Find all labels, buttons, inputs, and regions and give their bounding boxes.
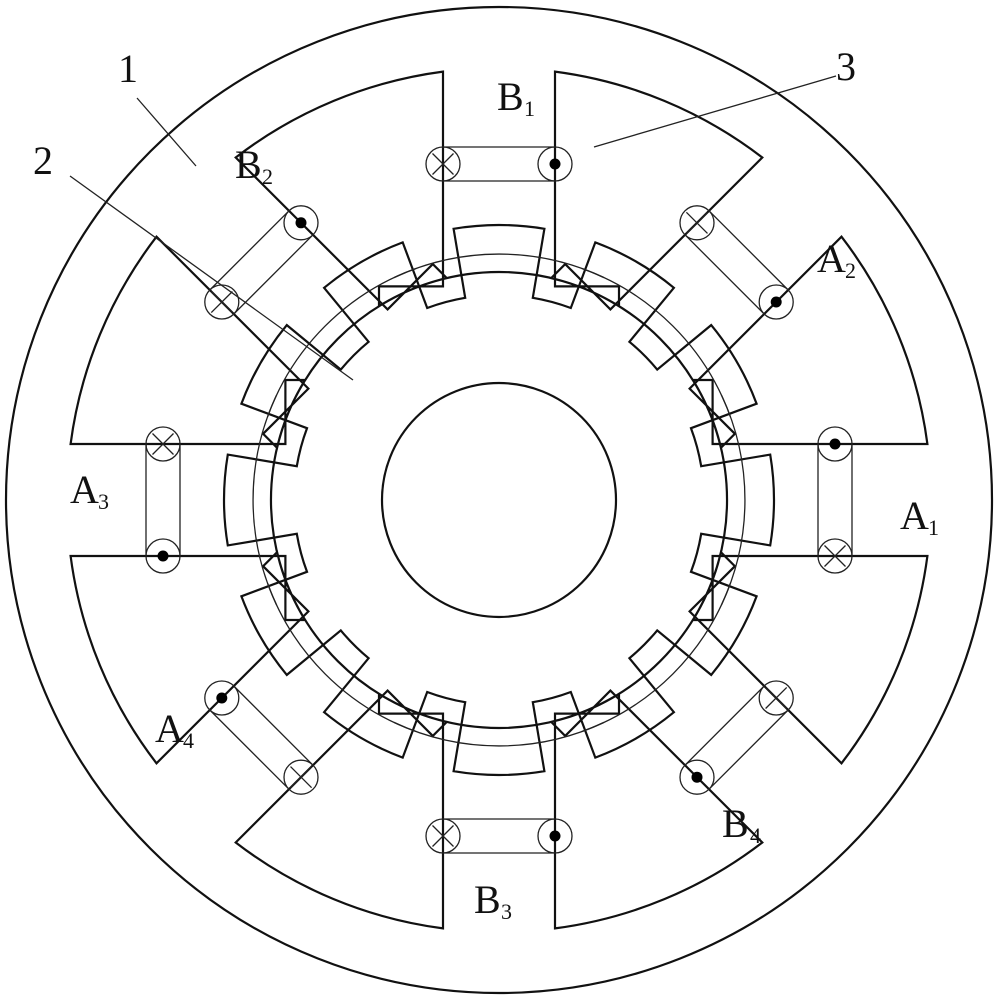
pole-face-b4 <box>581 582 732 733</box>
cross-mark-b4 <box>765 686 788 709</box>
leader-line-2 <box>69 175 354 381</box>
pole-face-b3 <box>393 721 605 747</box>
svg-text:B: B <box>497 74 524 119</box>
dot-circle-icon-b3 <box>537 818 573 854</box>
dot-mark-b3 <box>549 830 561 842</box>
cross-mark-a1 <box>824 545 846 567</box>
coil-a3 <box>145 444 181 556</box>
cross-mark-b2 <box>210 291 233 314</box>
coil-a4 <box>209 685 314 790</box>
dot-mark-b2 <box>295 217 307 229</box>
dot-circle-icon-b4 <box>679 759 715 795</box>
callout-3: 3 <box>836 44 856 89</box>
leader-line-3 <box>593 75 837 148</box>
dot-circle-icon-a4 <box>204 680 240 716</box>
cross-mark-b1 <box>432 153 454 175</box>
svg-text:A: A <box>155 706 184 751</box>
cross-circle-icon-b3 <box>425 818 461 854</box>
coil-b4 <box>684 685 789 790</box>
winding-label-a2: A 2 <box>817 236 856 283</box>
winding-label-a4: A 4 <box>155 706 194 753</box>
outer-frame <box>4 5 994 995</box>
pole-face-b2 <box>266 267 417 418</box>
winding-label-a1: A 1 <box>900 493 939 540</box>
dot-circle-icon-a3 <box>145 538 181 574</box>
dot-mark-a2 <box>770 296 782 308</box>
svg-text:A: A <box>817 236 846 281</box>
pole-face-a2 <box>581 267 732 418</box>
winding-label-b3: B 3 <box>474 877 512 924</box>
winding-label-b4: B 4 <box>722 801 761 848</box>
svg-text:B: B <box>235 142 262 187</box>
dot-mark-a1 <box>829 438 841 450</box>
callout-2: 2 <box>33 138 53 183</box>
svg-text:B: B <box>722 801 749 846</box>
cross-mark-a3 <box>152 433 174 455</box>
stator-yoke <box>69 70 929 930</box>
dot-mark-a4 <box>216 692 228 704</box>
coil-b2 <box>209 210 314 315</box>
dot-mark-b4 <box>691 771 703 783</box>
winding-label-b1: B 1 <box>497 74 535 121</box>
svg-text:1: 1 <box>928 515 939 540</box>
leader-line-1 <box>136 97 197 167</box>
winding-label-b2: B 2 <box>235 142 273 189</box>
pole-face-a1 <box>720 394 746 606</box>
pole-coils <box>145 146 853 854</box>
rotor <box>223 224 775 776</box>
coil-a2 <box>684 210 789 315</box>
pole-face-a4 <box>266 582 417 733</box>
dot-circle-icon-b2 <box>283 205 319 241</box>
cross-mark-a2 <box>685 211 708 234</box>
cross-circle-icon-a3 <box>145 426 181 462</box>
cross-circle-icon-a4 <box>283 759 319 795</box>
dot-mark-a3 <box>157 550 169 562</box>
shaft-hole <box>380 381 618 619</box>
coil-b1 <box>443 146 555 182</box>
cross-circle-icon-b1 <box>425 146 461 182</box>
cross-mark-b3 <box>432 825 454 847</box>
svg-text:2: 2 <box>262 164 273 189</box>
coil-b3 <box>443 818 555 854</box>
svg-text:A: A <box>900 493 929 538</box>
dot-circle-icon-a2 <box>758 284 794 320</box>
svg-text:3: 3 <box>501 899 512 924</box>
svg-text:3: 3 <box>98 489 109 514</box>
pole-face-a3 <box>252 394 278 606</box>
cross-mark-a4 <box>290 766 313 789</box>
callout-1: 1 <box>118 46 138 91</box>
svg-text:B: B <box>474 877 501 922</box>
dot-mark-b1 <box>549 158 561 170</box>
cross-circle-icon-b4 <box>758 680 794 716</box>
svg-text:4: 4 <box>183 728 194 753</box>
svg-text:A: A <box>70 467 99 512</box>
cross-circle-icon-a2 <box>679 205 715 241</box>
svg-text:2: 2 <box>845 258 856 283</box>
coil-a1 <box>817 444 853 556</box>
winding-label-a3: A 3 <box>70 467 109 514</box>
dot-circle-icon-a1 <box>817 426 853 462</box>
pole-face-b1 <box>393 253 605 279</box>
dot-circle-icon-b1 <box>537 146 573 182</box>
svg-text:1: 1 <box>524 96 535 121</box>
svg-text:4: 4 <box>750 823 761 848</box>
cross-circle-icon-a1 <box>817 538 853 574</box>
